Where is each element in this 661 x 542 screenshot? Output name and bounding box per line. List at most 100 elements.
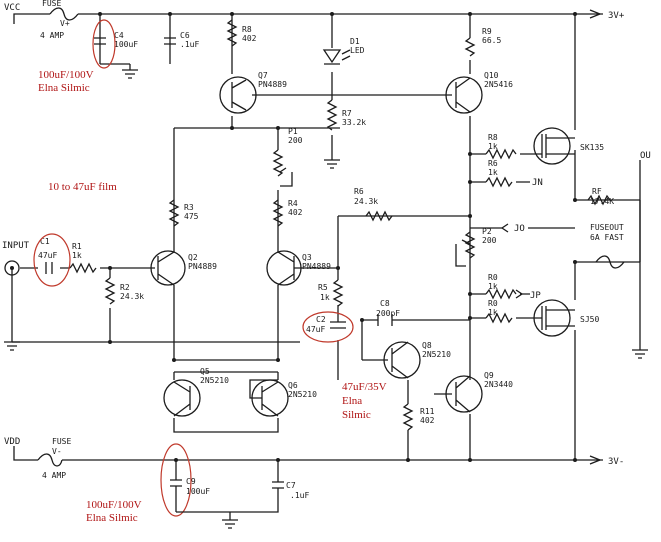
r8-value: 402 [242,34,257,43]
input-label: INPUT [2,241,30,251]
r6b-symbol [485,176,513,188]
q6-label: Q6 [288,381,298,390]
note-c4-line2: Elna Silmic [38,82,90,94]
r6b-value: 1k [488,168,498,177]
r7-value: 33.2k [342,118,366,127]
input-jack-icon [4,260,20,276]
ground-icon [4,341,20,351]
r8-label: R8 [242,25,252,34]
r5-symbol [332,279,344,307]
c7-value: .1uF [290,491,309,500]
c2-label: C2 [316,315,326,324]
r7-label: R7 [342,109,352,118]
q6-value: 2N5210 [288,390,317,399]
p1-group: P1 200 R3 475 R4 402 [168,127,303,227]
q5-value: 2N5210 [200,376,229,385]
rail-positive-label: 3V+ [608,11,625,21]
sj50-label: SJ50 [580,315,599,324]
c4-value: 100uF [114,40,138,49]
note-c9-line1: 100uF/100V [86,499,142,511]
c4-symbol [94,37,106,45]
q10-leads [455,77,471,113]
vdd-label: VDD [4,437,20,447]
r3-label: R3 [184,203,194,212]
current-mirror: Q5 2N5210 Q6 2N5210 [163,367,317,417]
junction-dots [98,12,577,462]
note-c1: 10 to 47uF film [48,181,117,193]
led-icon [322,49,342,65]
rf-label: RF [592,187,602,196]
q7-value: PN4889 [258,80,287,89]
ground-icon [122,64,138,79]
sk135-leads [530,134,575,158]
note-c9-line2: Elna Silmic [86,512,138,524]
p1-symbol [274,150,282,190]
q8-transistor [383,341,421,379]
q9-label: Q9 [484,371,494,380]
c6-symbol [164,37,176,45]
r6-symbol [365,210,393,222]
input-section: INPUT C1 47uF R1 1k R2 24.3k 10 to 47uF … [2,181,144,351]
r8b-symbol [485,148,517,160]
note-c2-line3: Silmic [342,409,371,421]
fuse-bottom-label: FUSE [52,437,71,446]
feedback-network: R5 1k C2 47uF R6 24.3k 47uF/35V Elna Sil… [302,187,393,421]
jp-arrow [515,289,524,299]
q5-label: Q5 [200,367,210,376]
p2-value: 200 [482,236,497,245]
c1-value: 47uF [38,251,57,260]
r10-label: R0 [488,273,498,282]
q6-leads [249,379,279,417]
bottom-supply: VDD FUSE V- 4 AMP C9 100uF C7 .1uF 100uF… [4,437,309,529]
note-c2-line2: Elna [342,395,362,407]
r12-label: R0 [488,299,498,308]
c1-symbol [45,262,53,274]
p2-symbol [464,231,476,259]
q2-label: Q2 [188,253,198,262]
c4-highlight-ring [92,19,116,69]
vas-group: C8 200pF Q8 2N5210 R11 402 [376,299,451,431]
q5-leads [173,381,191,417]
c7-symbol [176,460,284,529]
c7-label: C7 [286,481,296,490]
sk135-label: SK135 [580,143,604,152]
q7-leads [231,79,247,111]
q2-leads [157,251,175,286]
c9-value: 100uF [186,487,210,496]
fuse-bottom-v-label: V- [52,447,62,456]
input-jack-dot [10,266,14,270]
output-stage: R8 1k R6 1k JN SK135 RF 17.4K OU P2 200 … [455,127,651,359]
jp-label: JP [530,291,541,301]
r4-value: 402 [288,208,303,217]
r1-value: 1k [72,251,82,260]
p2-label: P2 [482,227,492,236]
r3-symbol [168,199,180,227]
fuseout-value: 6A FAST [590,233,624,242]
r1-label: R1 [72,242,82,251]
q2-transistor [150,250,186,286]
r8b-label: R8 [488,133,498,142]
q10-value: 2N5416 [484,80,513,89]
q7-transistor [219,76,257,114]
q9-transistor [445,375,483,413]
r4-label: R4 [288,199,298,208]
d1-label: D1 [350,37,360,46]
r5-value: 1k [320,293,330,302]
sj50-leads [530,306,575,330]
p1-label: P1 [288,127,298,136]
r11-label: R11 [420,407,435,416]
rail-negative-label: 3V- [608,457,624,467]
fuseout-label: FUSEOUT [590,223,624,232]
r3-value: 475 [184,212,199,221]
r8b-value: 1k [488,142,498,151]
note-c2-line1: 47uF/35V [342,381,387,393]
c6-value: .1uF [180,40,199,49]
r5-label: R5 [318,283,328,292]
d1-value: LED [350,46,365,55]
ground-icon [324,159,340,169]
q10-label: Q10 [484,71,499,80]
c8-symbol [377,314,393,326]
q3-label: Q3 [302,253,312,262]
ground-icon [632,349,648,359]
